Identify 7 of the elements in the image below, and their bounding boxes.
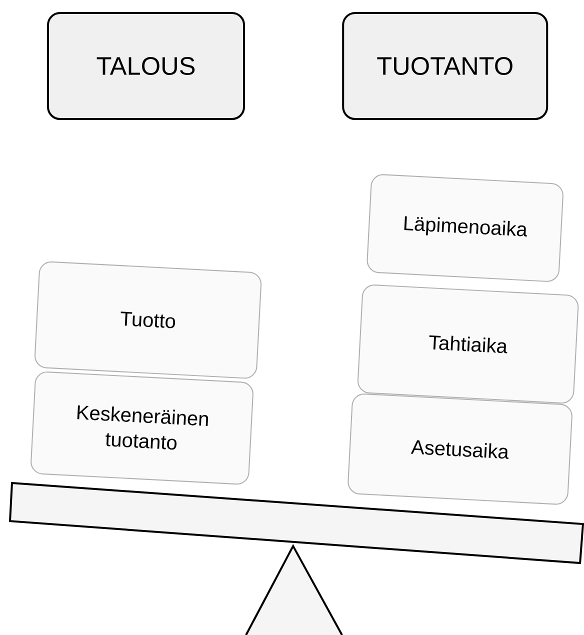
factor-box: Läpimenoaika [366, 174, 564, 282]
category-box: TUOTANTO [342, 12, 548, 120]
factor-box: Tahtiaika [357, 284, 579, 404]
factor-box: Asetusaika [348, 394, 572, 505]
factor-box: Tuotto [34, 261, 262, 379]
factor-box: Keskeneräinen tuotanto [30, 372, 254, 485]
category-box: TALOUS [47, 12, 245, 120]
